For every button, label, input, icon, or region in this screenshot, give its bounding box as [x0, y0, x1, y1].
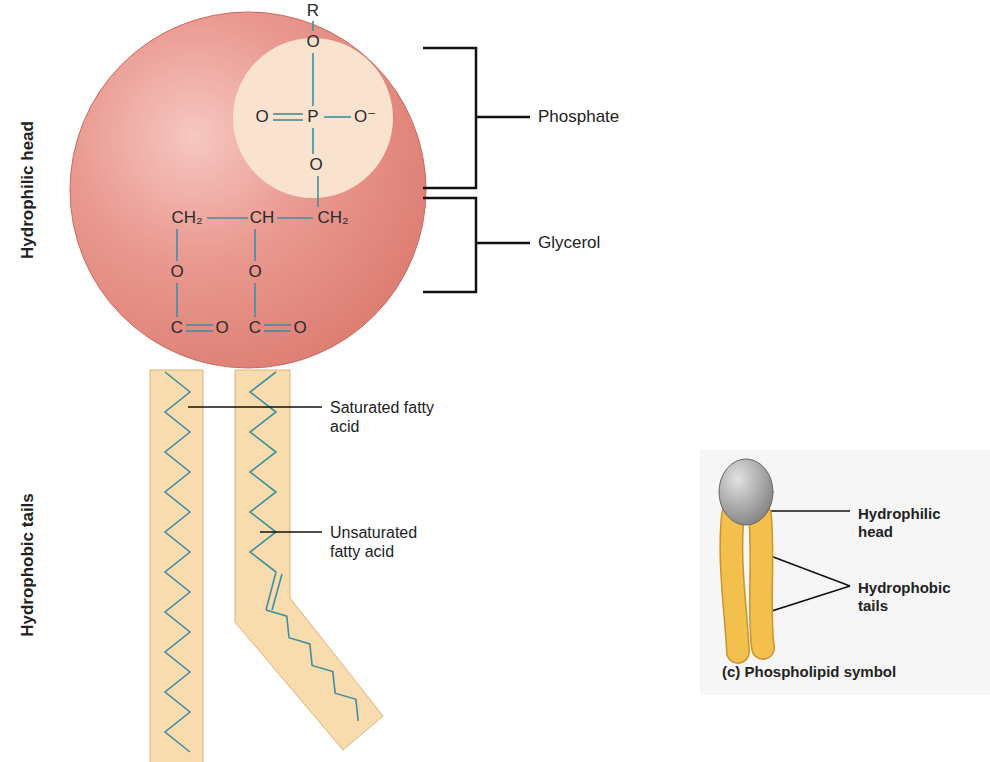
phospholipid-symbol: [719, 459, 773, 652]
caption-label: (c) Phospholipid symbol: [722, 663, 982, 681]
part-label: Glycerol: [538, 233, 600, 253]
part-label: Unsaturated fatty acid: [330, 523, 435, 561]
part-label: Saturated fatty acid: [330, 398, 435, 436]
region-label: Hydrophilic head: [18, 121, 38, 259]
region-label: Hydrophobic tails: [18, 493, 38, 637]
bonds: [177, 21, 351, 331]
atom-symbol: O: [306, 32, 319, 52]
carbon-chains: [165, 372, 358, 752]
atom-symbol: CH: [250, 208, 275, 228]
atom-symbol: O: [255, 107, 268, 127]
carbon-chain: [165, 372, 190, 752]
phosphate-circle: [233, 38, 393, 198]
atom-symbol: O: [215, 318, 228, 338]
atom-symbol: P: [307, 107, 318, 127]
atom-symbol: O: [248, 262, 261, 282]
carbon-chain: [272, 574, 282, 610]
hydrophilic-head-circle: [70, 12, 426, 368]
symbol-label: Hydrophilic head: [858, 505, 968, 541]
part-label: Phosphate: [538, 107, 619, 127]
atom-symbol: C: [171, 318, 183, 338]
inset-panel: [700, 450, 990, 695]
atom-symbol: CH₂: [317, 208, 348, 228]
atom-symbol: O: [170, 262, 183, 282]
carbon-chain: [250, 372, 276, 572]
brackets: [423, 48, 530, 292]
carbon-chain: [266, 610, 358, 721]
symbol-label: Hydrophobic tails: [858, 579, 968, 615]
atom-symbol: CH₂: [171, 208, 202, 228]
atom-symbol: O: [293, 318, 306, 338]
atom-symbol: O: [309, 155, 322, 175]
atom-symbol: O⁻: [354, 107, 376, 127]
carbon-chain: [266, 572, 276, 610]
saturated-tail: [150, 370, 203, 762]
atom-symbol: C: [249, 318, 261, 338]
atom-symbol: R: [307, 1, 319, 21]
